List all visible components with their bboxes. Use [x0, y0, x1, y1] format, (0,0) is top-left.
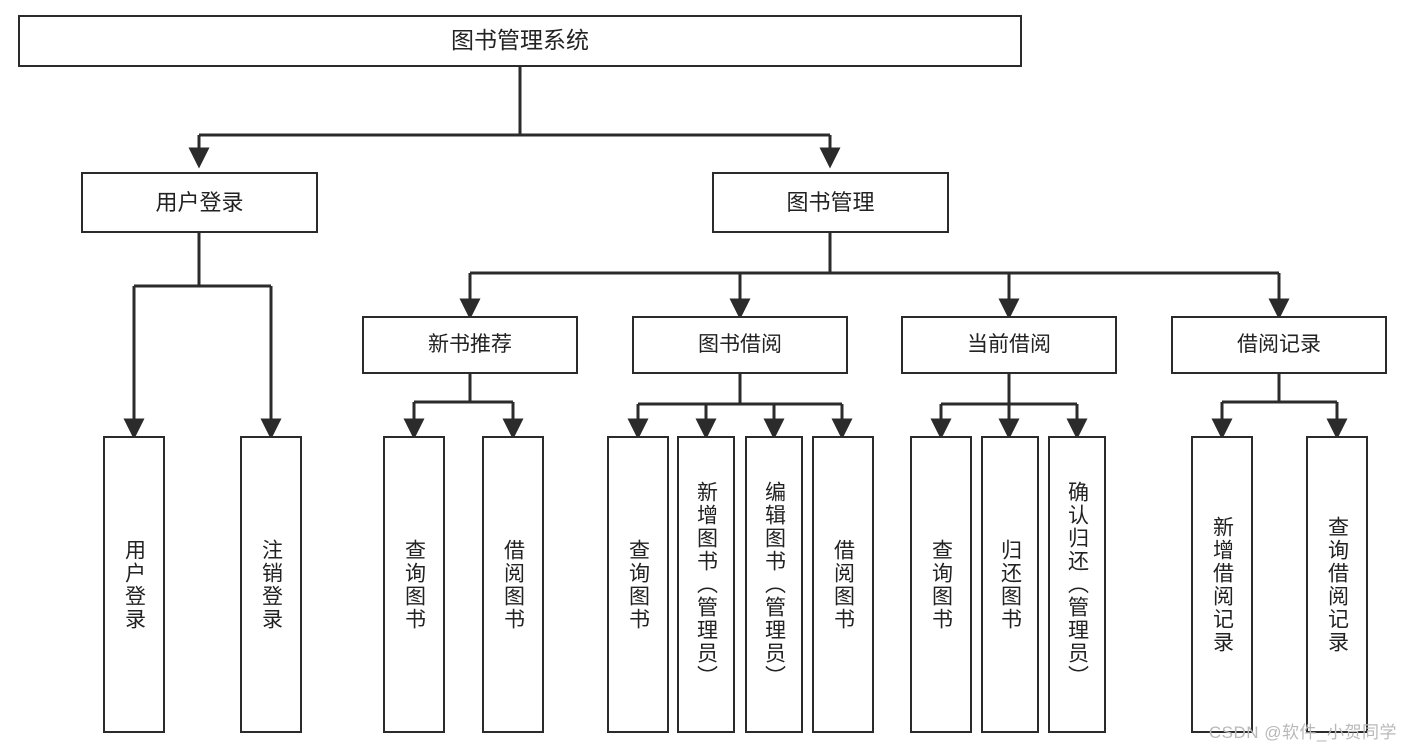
node-label: 查询图书 [929, 538, 953, 631]
node-label: 编辑图书（管理员） [762, 481, 786, 688]
node-label: 借阅图书 [831, 538, 855, 631]
node-book-borrow[interactable]: 图书借阅 [632, 316, 848, 374]
leaf-user-login[interactable]: 用户登录 [103, 436, 165, 733]
node-label: 查询借阅记录 [1325, 515, 1349, 654]
node-current-borrow[interactable]: 当前借阅 [901, 316, 1117, 374]
node-label: 查询图书 [402, 538, 426, 631]
node-label: 查询图书 [626, 538, 650, 631]
node-label: 新增图书（管理员） [694, 481, 718, 688]
node-borrow-record[interactable]: 借阅记录 [1171, 316, 1387, 374]
node-new-book-recommend[interactable]: 新书推荐 [362, 316, 578, 374]
leaf-add-book-admin[interactable]: 新增图书（管理员） [677, 436, 735, 733]
node-label: 借阅图书 [501, 538, 525, 631]
leaf-confirm-return-admin[interactable]: 确认归还（管理员） [1048, 436, 1106, 733]
node-label: 新书推荐 [428, 332, 512, 356]
leaf-query-book-new[interactable]: 查询图书 [383, 436, 445, 733]
leaf-query-book[interactable]: 查询图书 [607, 436, 669, 733]
node-label: 归还图书 [998, 538, 1022, 631]
node-label: 注销登录 [259, 538, 283, 631]
leaf-edit-book-admin[interactable]: 编辑图书（管理员） [745, 436, 803, 733]
node-label: 用户登录 [155, 189, 244, 215]
node-book-management[interactable]: 图书管理 [712, 172, 949, 233]
node-user-login[interactable]: 用户登录 [81, 172, 318, 233]
node-label: 借阅记录 [1237, 332, 1321, 356]
node-label: 图书借阅 [698, 332, 782, 356]
node-root-system[interactable]: 图书管理系统 [18, 15, 1022, 67]
leaf-borrow-book-new[interactable]: 借阅图书 [482, 436, 544, 733]
node-label: 图书管理 [786, 189, 875, 215]
watermark-text: CSDN @软件_小贺同学 [1208, 723, 1397, 742]
leaf-borrow-book[interactable]: 借阅图书 [812, 436, 874, 733]
leaf-query-book-current[interactable]: 查询图书 [910, 436, 972, 733]
node-label: 确认归还（管理员） [1065, 481, 1089, 688]
node-label: 用户登录 [122, 538, 146, 631]
leaf-user-logout[interactable]: 注销登录 [240, 436, 302, 733]
node-label: 图书管理系统 [451, 27, 589, 54]
leaf-return-book[interactable]: 归还图书 [981, 436, 1039, 733]
leaf-add-borrow-record[interactable]: 新增借阅记录 [1191, 436, 1253, 733]
node-label: 当前借阅 [967, 332, 1051, 356]
leaf-query-borrow-record[interactable]: 查询借阅记录 [1306, 436, 1368, 733]
node-label: 新增借阅记录 [1210, 515, 1234, 654]
